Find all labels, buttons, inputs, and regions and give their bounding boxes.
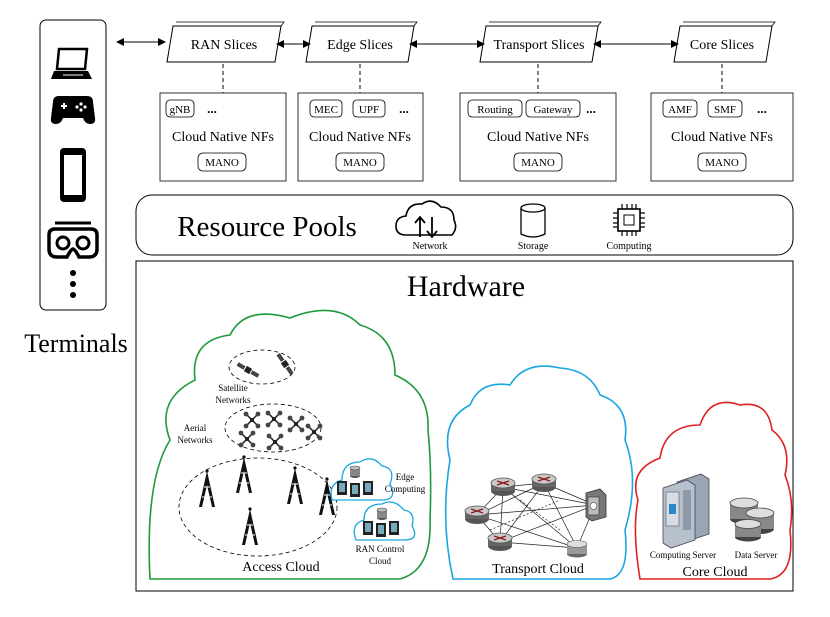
resource-pools-panel: Resource Pools Network Storage Computing	[135, 194, 794, 256]
nf-more: ...	[207, 101, 217, 116]
resource-label: Storage	[518, 241, 549, 252]
nf-box-edge: MEC UPF ... Cloud Native NFs MANO	[297, 92, 424, 182]
terminals-panel	[39, 19, 107, 311]
router-icon	[464, 505, 490, 525]
slice-edge[interactable]: Edge Slices	[305, 21, 418, 63]
nf-box-transport: Routing Gateway ... Cloud Native NFs MAN…	[459, 92, 617, 182]
core-cloud: Core Cloud Computing Server	[634, 401, 793, 580]
slice-title: Transport Slices	[494, 38, 585, 53]
storage-icon	[520, 203, 546, 238]
nf-label: Gateway	[533, 104, 573, 116]
nf-label: UPF	[359, 104, 379, 116]
nf-box-core: AMF SMF ... Cloud Native NFs MANO	[650, 92, 794, 182]
satellite-icon	[236, 362, 260, 378]
computing-chip-icon	[613, 204, 645, 236]
nf-more: ...	[757, 101, 767, 116]
network-cloud-icon	[395, 200, 457, 239]
storage-node-icon	[566, 540, 588, 558]
nf-caption: Cloud Native NFs	[309, 130, 411, 145]
router-icon	[490, 477, 516, 497]
ran-control-cloud	[353, 501, 416, 541]
resource-pools-title: Resource Pools	[177, 211, 357, 243]
mano-label: MANO	[705, 157, 739, 169]
mano-label: MANO	[343, 157, 377, 169]
gateway-server-icon	[585, 488, 607, 522]
mano-label: MANO	[205, 157, 239, 169]
core-cloud-label: Core Cloud	[683, 565, 748, 580]
data-server-icon	[729, 497, 775, 542]
access-cloud-label: Access Cloud	[242, 560, 319, 575]
nf-caption: Cloud Native NFs	[487, 130, 589, 145]
transport-cloud-label: Transport Cloud	[492, 562, 584, 577]
satellite-icon	[276, 353, 294, 375]
more-terminals-icon	[70, 270, 76, 298]
resource-label: Network	[413, 241, 448, 252]
nf-more: ...	[399, 101, 409, 116]
vr-headset-icon	[47, 221, 99, 259]
smartphone-icon	[60, 148, 86, 202]
laptop-icon	[51, 47, 92, 79]
nf-label: SMF	[714, 104, 736, 116]
router-icon	[531, 473, 557, 493]
slice-core[interactable]: Core Slices	[673, 21, 776, 63]
nf-box-ran: gNB ... Cloud Native NFs MANO	[159, 92, 287, 182]
gamepad-icon	[50, 96, 96, 124]
terminals-label: Terminals	[24, 329, 128, 358]
slice-ran[interactable]: RAN Slices	[166, 21, 285, 63]
resource-label: Computing	[606, 241, 651, 252]
router-icon	[487, 532, 513, 552]
hardware-title: Hardware	[407, 270, 525, 303]
nf-caption: Cloud Native NFs	[172, 130, 274, 145]
computing-server-label: Computing Server	[650, 550, 716, 560]
data-server-label: Data Server	[735, 550, 778, 560]
slice-title: Edge Slices	[327, 38, 393, 53]
nf-more: ...	[586, 101, 596, 116]
nf-label: AMF	[668, 104, 692, 116]
slice-title: RAN Slices	[191, 38, 258, 53]
edge-computing-cloud	[330, 458, 394, 501]
slice-transport[interactable]: Transport Slices	[479, 21, 602, 63]
nf-label: MEC	[314, 104, 338, 116]
nf-label: gNB	[170, 104, 191, 116]
slice-title: Core Slices	[690, 38, 754, 53]
nf-label: Routing	[477, 104, 513, 116]
nf-caption: Cloud Native NFs	[671, 130, 773, 145]
computing-server-icon	[662, 473, 710, 549]
mano-label: MANO	[521, 157, 555, 169]
transport-cloud: Transport Cloud	[444, 365, 634, 580]
